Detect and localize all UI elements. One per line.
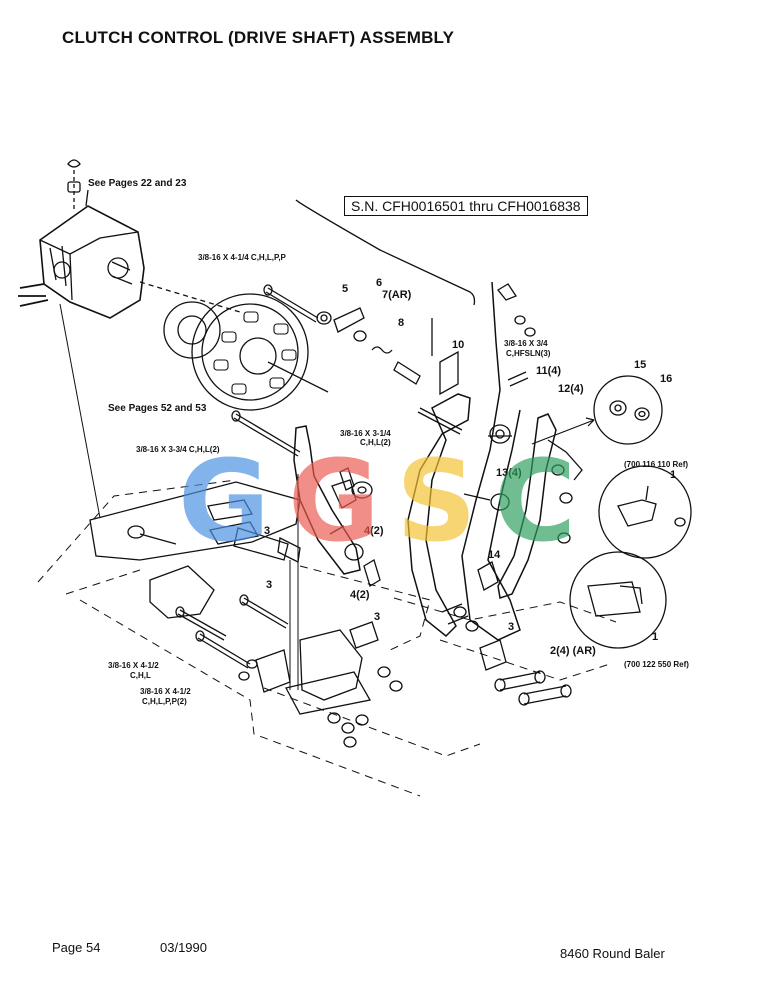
part-number-6: 6 — [376, 277, 382, 289]
part-number-3-d: 3 — [508, 621, 514, 633]
part-number-14: 14 — [488, 549, 501, 561]
page-title: CLUTCH CONTROL (DRIVE SHAFT) ASSEMBLY — [62, 28, 455, 47]
bolt-callout-a: 3/8-16 X 4-1/4 C,H,L,P,P — [198, 253, 287, 262]
part-number-2: 2(4) (AR) — [550, 645, 596, 657]
ggsc-watermark: G G S C — [178, 437, 576, 567]
part-number-11: 11(4) — [536, 365, 561, 377]
bolt-callout-b: 3/8-16 X 3-3/4 C,H,L(2) — [136, 445, 220, 454]
part-number-4-lower: 4(2) — [350, 589, 370, 601]
part-number-3-a: 3 — [264, 525, 270, 537]
part-number-13: 13(4) — [496, 467, 522, 479]
part-number-labels: 5 6 7(AR) 8 10 11(4) 12(4) 13(4) 14 15 1… — [264, 277, 676, 657]
bolt-callout-d-spec: C,HFSLN(3) — [506, 349, 551, 358]
part-number-1-lower: 1 — [652, 631, 658, 643]
bolt-callout-f: 3/8-16 X 4-1/2 — [140, 687, 191, 696]
bolt-callout-e-spec: C,H,L — [130, 671, 151, 680]
watermark-letter-g1: G — [178, 437, 270, 567]
part-number-10: 10 — [452, 339, 464, 351]
bolt-callout-f-spec: C,H,L,P,P(2) — [142, 697, 187, 706]
reference-label-122: (700 122 550 Ref) — [624, 660, 689, 669]
bolt-callout-e: 3/8-16 X 4-1/2 — [108, 661, 159, 670]
part-number-8: 8 — [398, 317, 404, 329]
model-name: 8460 Round Baler — [560, 946, 665, 961]
part-number-12: 12(4) — [558, 383, 584, 395]
bolt-callout-c: 3/8-16 X 3-1/4 — [340, 429, 391, 438]
serial-range-label: S.N. CFH0016501 thru CFH0016838 — [344, 196, 588, 216]
bolt-callout-c-spec: C,H,L(2) — [360, 438, 391, 447]
page-number: Page 54 — [52, 940, 101, 955]
revision-date: 03/1990 — [160, 940, 207, 955]
part-number-15: 15 — [634, 359, 646, 371]
watermark-letter-c: C — [494, 437, 576, 567]
part-number-3-b: 3 — [266, 579, 272, 591]
watermark-letter-g2: G — [288, 437, 380, 567]
part-number-16: 16 — [660, 373, 672, 385]
bolt-callout-d: 3/8-16 X 3/4 — [504, 339, 548, 348]
diagram-linework — [18, 159, 692, 748]
part-number-1-upper: 1 — [670, 469, 676, 481]
part-number-3-c: 3 — [374, 611, 380, 623]
see-pages-22-23-label: See Pages 22 and 23 — [88, 178, 187, 189]
reference-label-116: (700 116 110 Ref) — [624, 460, 688, 469]
part-number-7: 7(AR) — [382, 289, 412, 301]
see-pages-52-53-label: See Pages 52 and 53 — [108, 403, 207, 414]
part-number-5: 5 — [342, 283, 348, 295]
part-number-4-upper: 4(2) — [364, 525, 384, 537]
watermark-letter-s: S — [396, 437, 477, 567]
dashed-frame-outline — [37, 479, 617, 797]
callout-labels: See Pages 22 and 23 See Pages 52 and 53 … — [88, 178, 689, 706]
